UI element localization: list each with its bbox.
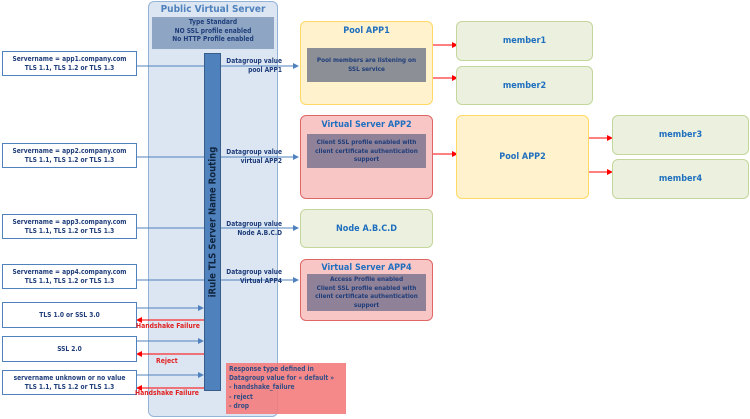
response-note-line: - handshake_failure [229,383,295,392]
client-line: servername unknown or no value [13,373,126,382]
client-app4: Servername = app4.company.com TLS 1.1, T… [2,264,137,289]
datagroup-label-app2: Datagroup value virtual APP2 [222,148,282,166]
response-label-handshake-failure: Handshake Failure [136,322,200,330]
response-note-line: - drop [229,401,250,410]
client-line: Servername = app1.company.com [12,54,127,63]
client-line: Servername = app2.company.com [12,146,127,155]
member2-box: member2 [456,66,593,105]
client-app2: Servername = app2.company.com TLS 1.1, T… [2,143,137,168]
datagroup-label-node: Datagroup value Node A.B.C.D [222,220,282,238]
irule-bar: iRule TLS Server Name Routing [204,53,221,391]
datagroup-line: Datagroup value [226,220,282,228]
datagroup-line: Datagroup value [226,57,282,65]
pool-app2-box: Pool APP2 [456,115,589,199]
pvs-info-line: No HTTP Profile enabled [172,35,254,44]
datagroup-label-app4: Datagroup value Virtual APP4 [222,268,282,286]
client-app3: Servername = app3.company.com TLS 1.1, T… [2,214,137,239]
datagroup-line: Virtual APP4 [239,276,282,285]
response-note-line: - reject [229,392,253,401]
vs-app2-title: Virtual Server APP2 [321,120,412,130]
pool-app1-box: Pool APP1 Pool members are listening on … [300,21,433,105]
client-ssl2: SSL 2.0 [2,336,137,362]
virtual-server-app2-box: Virtual Server APP2 Client SSL profile e… [300,115,433,199]
client-line: Servername = app3.company.com [12,217,127,226]
response-label-handshake-failure: Handshake Failure [135,389,199,397]
client-tls10: TLS 1.0 or SSL 3.0 [2,302,137,328]
datagroup-line: virtual APP2 [240,156,282,165]
pool-app1-note: Pool members are listening on SSL servic… [307,48,426,82]
public-virtual-server-title: Public Virtual Server [160,4,266,15]
client-line: TLS 1.1, TLS 1.2 or TLS 1.3 [24,155,115,164]
client-line: TLS 1.1, TLS 1.2 or TLS 1.3 [24,382,115,391]
irule-label: iRule TLS Server Name Routing [207,146,218,298]
member1-box: member1 [456,21,593,61]
client-line: SSL 2.0 [57,344,82,353]
client-line: TLS 1.1, TLS 1.2 or TLS 1.3 [24,63,115,72]
datagroup-line: Node A.B.C.D [237,228,282,237]
client-app1: Servername = app1.company.com TLS 1.1, T… [2,51,137,76]
pvs-info-line: NO SSL profile enabled [174,26,252,35]
datagroup-label-app1: Datagroup value pool APP1 [222,57,282,75]
datagroup-line: pool APP1 [248,65,282,74]
response-note-line: Datagroup value for « default » [229,374,335,383]
response-label-reject: Reject [156,357,178,365]
node-box: Node A.B.C.D [300,209,433,248]
vs-app2-note: Client SSL profile enabled with client c… [307,134,426,168]
vs-app4-note-line: Client SSL profile enabled with client c… [315,283,418,309]
client-line: Servername = app4.company.com [12,267,127,276]
virtual-server-app4-box: Virtual Server APP4 Access Profile enabl… [300,259,433,321]
datagroup-line: Datagroup value [226,268,282,276]
client-line: TLS 1.0 or SSL 3.0 [39,310,100,319]
pool-app1-title: Pool APP1 [343,26,390,36]
public-virtual-server-info: Type Standard NO SSL profile enabled No … [152,17,274,49]
pvs-info-line: Type Standard [188,18,238,26]
vs-app4-title: Virtual Server APP4 [321,263,412,273]
response-note: Response type defined in Datagroup value… [226,363,346,414]
response-note-line: Response type defined in [229,365,314,373]
client-line: TLS 1.1, TLS 1.2 or TLS 1.3 [24,276,115,285]
member3-box: member3 [612,115,749,155]
member4-box: member4 [612,159,749,199]
vs-app4-note-line: Access Profile enabled [329,275,404,283]
client-unknown: servername unknown or no value TLS 1.1, … [2,370,137,395]
vs-app4-note: Access Profile enabled Client SSL profil… [307,274,426,311]
datagroup-line: Datagroup value [226,148,282,156]
client-line: TLS 1.1, TLS 1.2 or TLS 1.3 [24,226,115,235]
